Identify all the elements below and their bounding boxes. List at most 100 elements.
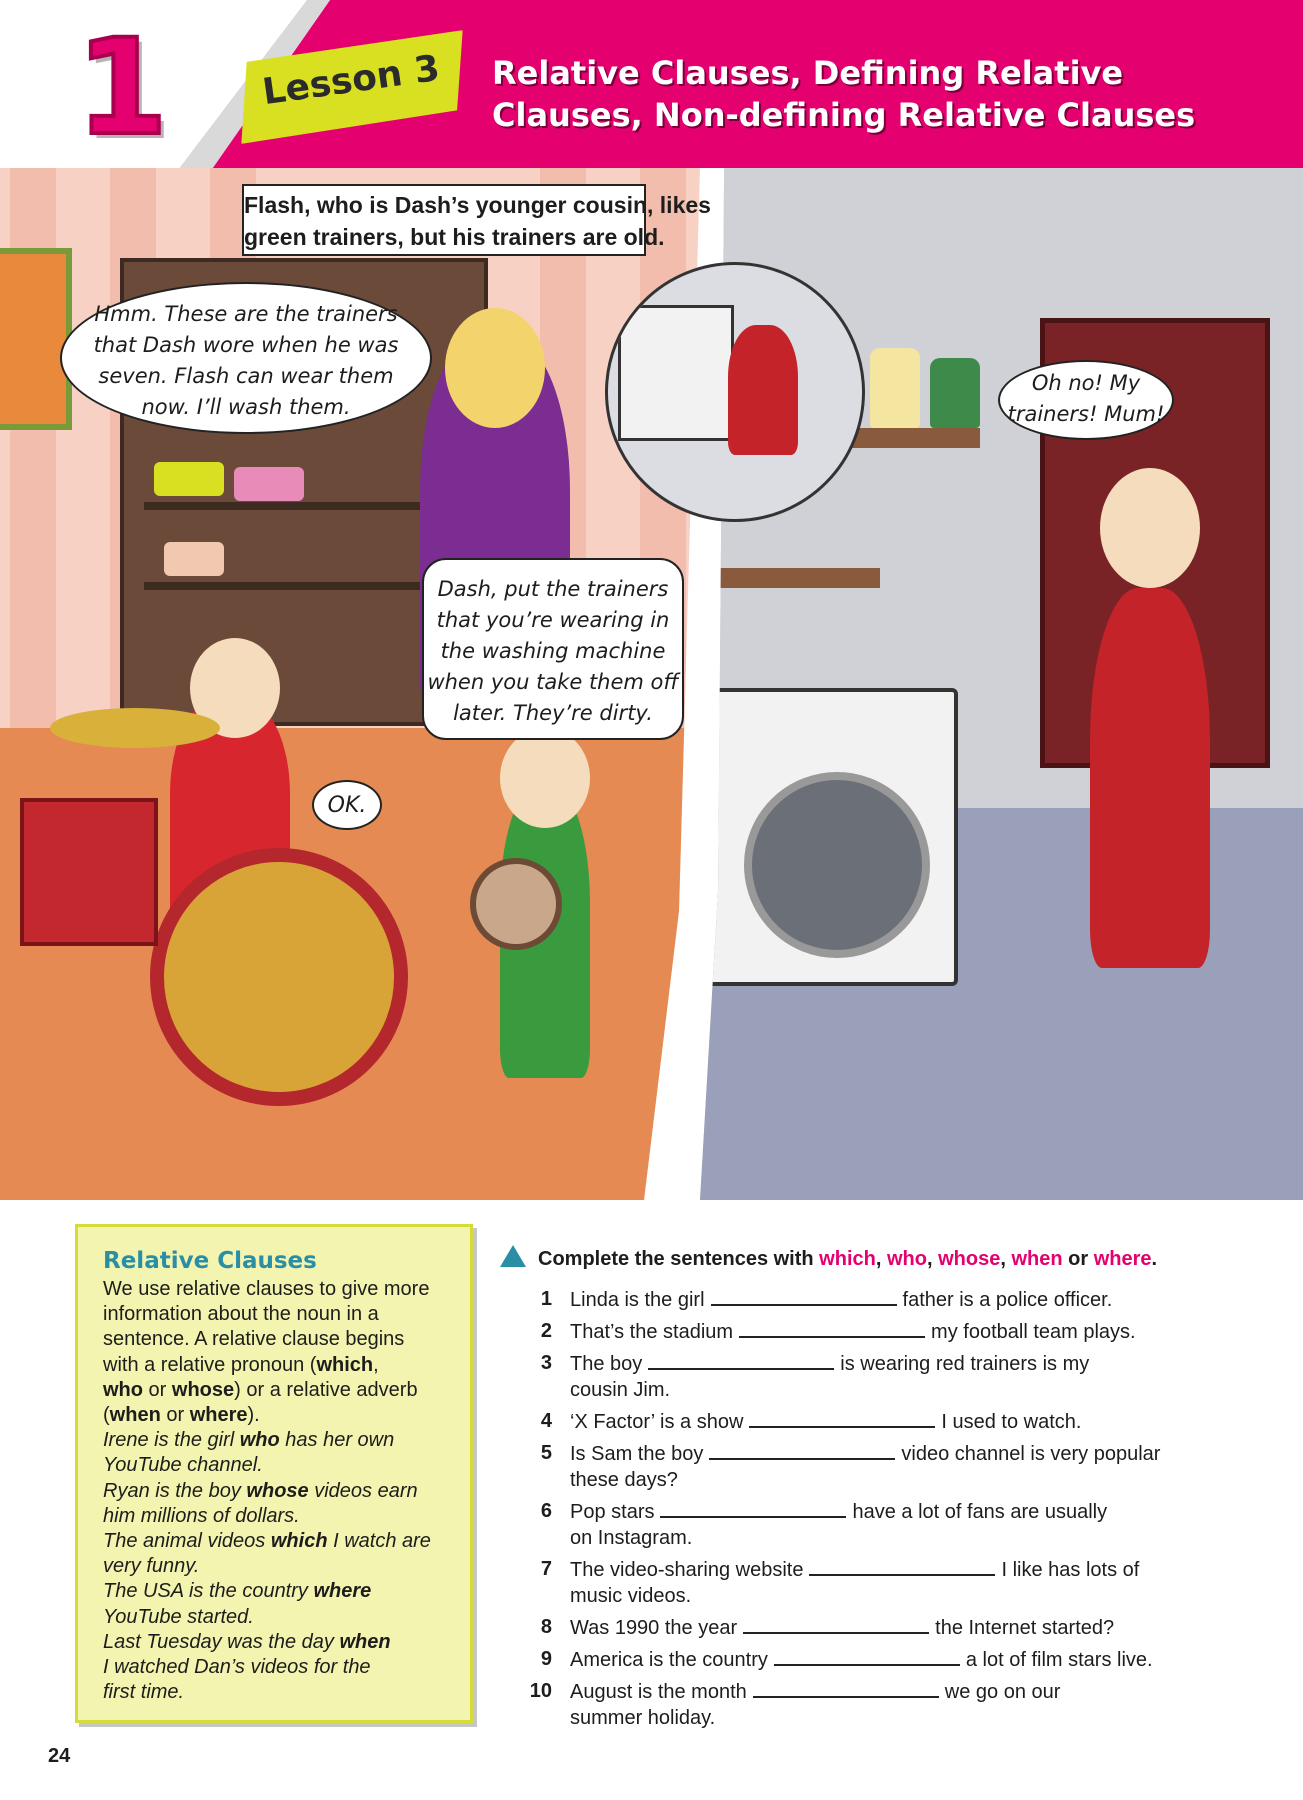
answer-blank[interactable]	[709, 1440, 896, 1460]
text: YouTube channel.	[103, 1454, 263, 1477]
exercise-line: America is the country a lot of film star…	[570, 1646, 1280, 1673]
text: ,	[1000, 1248, 1012, 1270]
mum-speech-bubble: Dash, put the trainers that you’re weari…	[422, 558, 684, 740]
answer-blank[interactable]	[710, 1286, 897, 1306]
exercise-number: 9	[540, 1648, 552, 1670]
text: or	[1062, 1248, 1094, 1270]
unit-number: 1	[74, 11, 170, 165]
exercise-text: Was 1990 the year the Internet started?	[570, 1614, 1280, 1641]
grammar-text-line: We use relative clauses to give more	[103, 1278, 430, 1300]
grammar-text-line: (when or where).	[103, 1403, 470, 1428]
exercise-number: 5	[540, 1442, 552, 1464]
answer-blank[interactable]	[660, 1498, 847, 1518]
bubble-line: Hmm. These are the trainers	[94, 302, 398, 326]
text: (	[103, 1404, 110, 1427]
text: ,	[875, 1248, 887, 1270]
washer-window	[744, 772, 930, 958]
grammar-box: Relative Clauses We use relative clauses…	[75, 1224, 473, 1723]
bass-drum	[150, 848, 408, 1106]
folded-clothes	[234, 467, 304, 501]
answer-blank[interactable]	[743, 1614, 930, 1634]
wardrobe-shelf	[144, 582, 444, 590]
answer-blank[interactable]	[749, 1408, 936, 1428]
flash-head	[1100, 468, 1200, 588]
inset-laundry-scene	[605, 262, 865, 522]
exercise-line-continued: cousin Jim.	[570, 1379, 671, 1401]
exercise-number: 10	[529, 1680, 552, 1702]
bubble-line: trainers! Mum!	[1007, 402, 1165, 426]
answer-blank[interactable]	[773, 1646, 960, 1666]
exercise-number: 4	[540, 1410, 552, 1432]
text: Complete the sentences with	[538, 1248, 820, 1270]
exercise-line-continued: on Instagram.	[570, 1527, 693, 1549]
text: with a relative pronoun (	[103, 1353, 317, 1376]
answer-blank[interactable]	[739, 1318, 926, 1338]
answer-blank[interactable]	[752, 1678, 939, 1698]
bubble-line: OK.	[327, 793, 367, 818]
sentence-end: I used to watch.	[941, 1411, 1082, 1433]
keyword: who	[239, 1429, 280, 1452]
page-number: 24	[48, 1745, 71, 1767]
bubble-line: the washing machine	[440, 639, 666, 663]
flash-figure	[1090, 588, 1210, 968]
text: very funny.	[103, 1555, 200, 1578]
exercise-item: 4 ‘X Factor’ is a show I used to watch.	[520, 1408, 1280, 1435]
grammar-example-line: Irene is the girl who has her own	[103, 1428, 470, 1453]
caption-line: Flash, who is Dash’s younger cousin, lik…	[244, 192, 711, 218]
grammar-example-line: Ryan is the boy whose videos earn	[103, 1479, 470, 1504]
grammar-example-line: very funny.	[103, 1554, 470, 1579]
answer-blank[interactable]	[648, 1350, 835, 1370]
mum-head	[445, 308, 545, 428]
exercise-number: 7	[540, 1558, 552, 1580]
grammar-box-title: Relative Clauses	[103, 1248, 317, 1274]
text: ,	[373, 1353, 379, 1376]
grammar-example-line: The USA is the country where	[103, 1579, 470, 1604]
mum-thought-bubble: Hmm. These are the trainers that Dash wo…	[60, 282, 432, 434]
sentence-end: my football team plays.	[931, 1321, 1136, 1343]
exercise-line-continued: these days?	[570, 1469, 678, 1491]
keyword: when	[109, 1404, 161, 1427]
keyword: where	[189, 1404, 248, 1427]
text: ) or a relative adverb	[234, 1378, 418, 1401]
exercise-number: 3	[540, 1352, 552, 1374]
title-line: Relative Clauses, Defining Relative	[492, 54, 1124, 92]
exercise-number: 2	[540, 1320, 552, 1342]
grammar-example-line: I watched Dan’s videos for the	[103, 1655, 470, 1680]
sentence-start: America is the country	[570, 1649, 768, 1671]
grammar-text-line: with a relative pronoun (which,	[103, 1353, 470, 1378]
grammar-example-line: Last Tuesday was the day when	[103, 1630, 470, 1655]
keyword: whose	[246, 1479, 309, 1502]
keyword: which	[270, 1530, 328, 1553]
sentence-start: ‘X Factor’ is a show	[570, 1411, 744, 1433]
exercise-line: ‘X Factor’ is a show I used to watch.	[570, 1408, 1280, 1435]
storage-box	[164, 542, 224, 576]
answer-blank[interactable]	[809, 1556, 996, 1576]
bubble-line: that Dash wore when he was	[93, 333, 399, 357]
grammar-example-line: him millions of dollars.	[103, 1504, 470, 1529]
exercise-heading: Complete the sentences with which, who, …	[538, 1248, 1157, 1271]
bubble-line: Dash, put the trainers	[437, 577, 669, 601]
text: The animal videos	[103, 1530, 271, 1553]
sentence-start: The boy	[570, 1353, 643, 1375]
text: first time.	[103, 1681, 185, 1704]
sentence-start: Was 1990 the year	[570, 1617, 738, 1639]
sentence-end: the Internet started?	[935, 1617, 1115, 1639]
wall-shelf	[710, 568, 880, 588]
sentence-end: a lot of film stars live.	[965, 1649, 1153, 1671]
text: or	[160, 1404, 190, 1427]
grammar-example-line: The animal videos which I watch are	[103, 1529, 470, 1554]
title-line: Clauses, Non-defining Relative Clauses	[492, 96, 1196, 134]
text: ,	[926, 1248, 939, 1270]
